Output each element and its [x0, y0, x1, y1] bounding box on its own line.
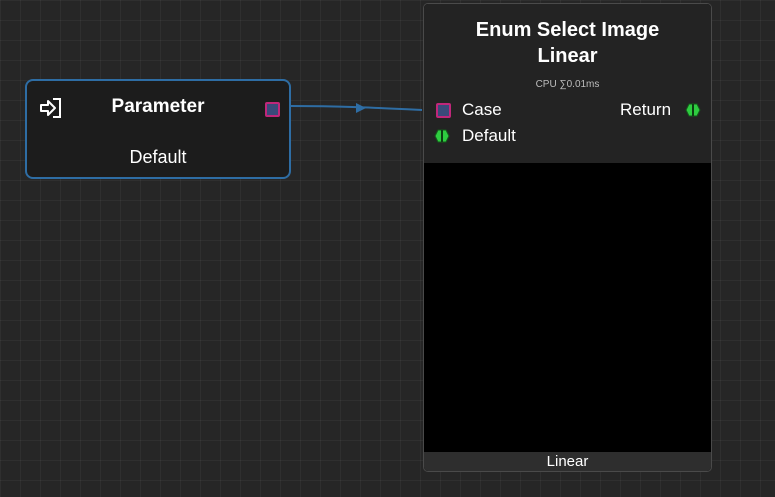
- enum-node-header[interactable]: Enum Select Image Linear CPU ∑0.01ms Cas…: [424, 4, 711, 163]
- parameter-output-pin[interactable]: [265, 102, 280, 117]
- case-input-label: Case: [462, 100, 502, 119]
- input-arrow-icon: [40, 98, 61, 118]
- default-input-pin-icon[interactable]: [434, 129, 450, 143]
- enum-node-title-line1: Enum Select Image: [475, 19, 660, 41]
- return-output-label: Return: [620, 100, 672, 119]
- cpu-timing-label: CPU ∑0.01ms: [535, 79, 600, 90]
- parameter-node-header[interactable]: Parameter: [27, 81, 289, 137]
- parameter-node-title: Parameter: [111, 96, 205, 117]
- parameter-node[interactable]: Parameter Default: [25, 79, 291, 179]
- parameter-value[interactable]: Default: [129, 147, 187, 167]
- enum-node-footer: Linear: [424, 452, 711, 471]
- enum-select-node[interactable]: Enum Select Image Linear CPU ∑0.01ms Cas…: [423, 3, 712, 472]
- enum-node-title: Enum Select Image Linear: [424, 17, 711, 69]
- case-input-pin[interactable]: [436, 103, 451, 118]
- enum-node-title-line2: Linear: [537, 45, 598, 67]
- return-output-pin-icon[interactable]: [685, 103, 701, 117]
- default-input-label: Default: [462, 126, 516, 145]
